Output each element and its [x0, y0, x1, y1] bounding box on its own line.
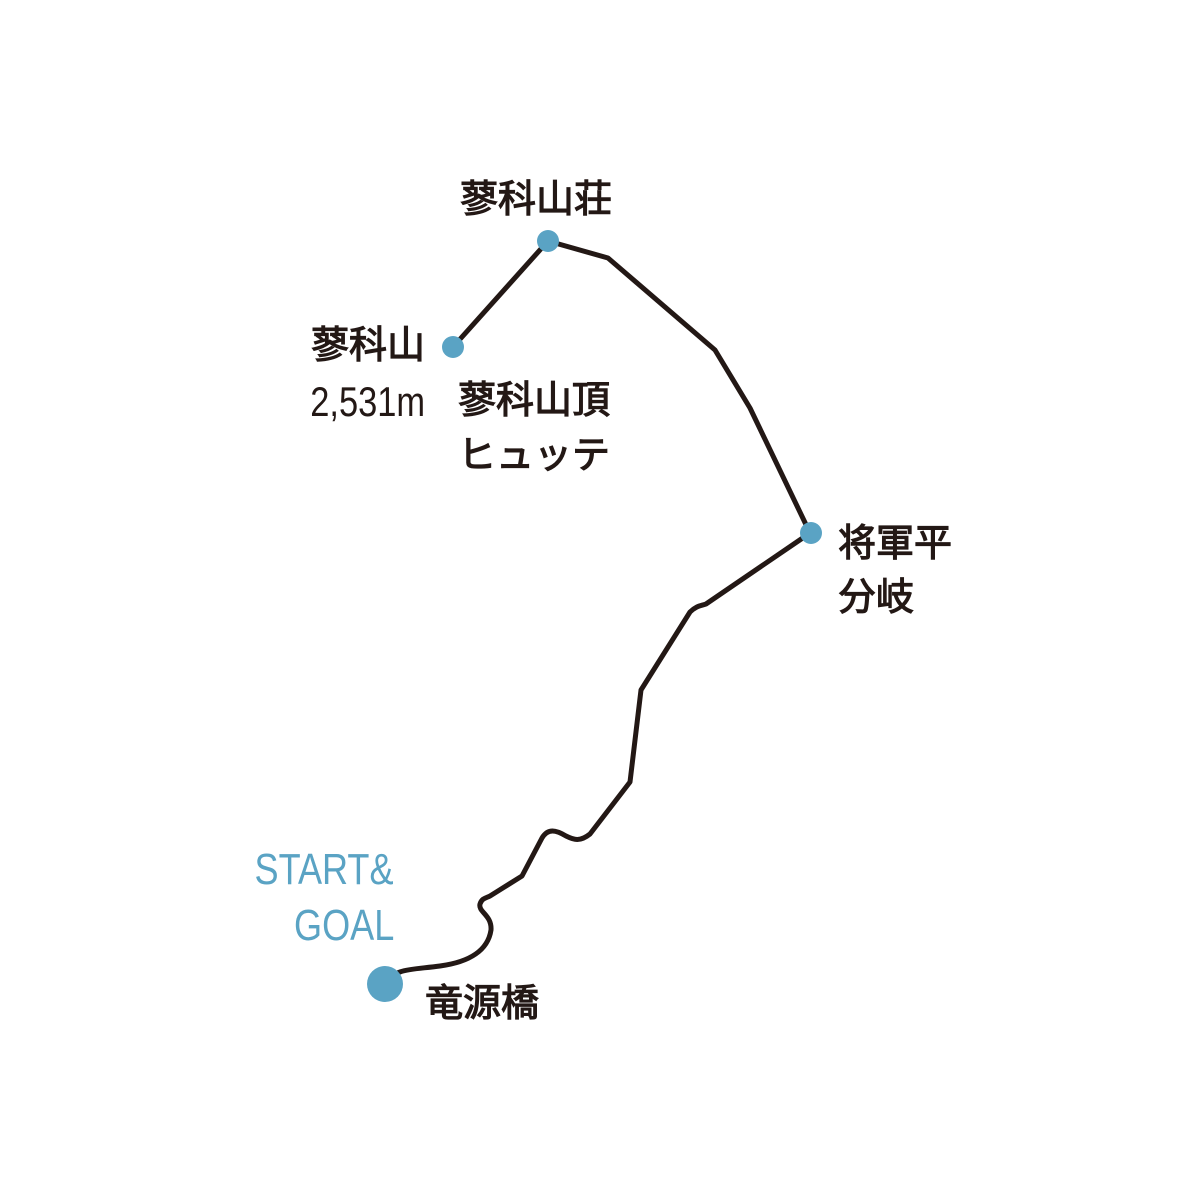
label-hutte-line2: ヒュッテ: [458, 433, 611, 477]
label-start: START&: [254, 845, 394, 894]
hiking-route-line: [382, 238, 813, 987]
waypoint-start-goal: [367, 966, 403, 1002]
waypoint-sanso: [537, 230, 559, 252]
label-sanso: 蓼科山荘: [460, 177, 613, 221]
label-goal: GOAL: [293, 901, 394, 950]
label-junction-line2: 分岐: [838, 575, 915, 619]
waypoint-summit: [442, 336, 464, 358]
label-hutte-line1: 蓼科山頂: [458, 378, 611, 422]
label-junction-line1: 将軍平: [838, 521, 953, 565]
label-summit-elevation: 2,531m: [310, 378, 425, 425]
label-summit: 蓼科山: [310, 323, 425, 367]
label-trailhead: 竜源橋: [425, 981, 540, 1025]
waypoint-junction: [800, 522, 822, 544]
